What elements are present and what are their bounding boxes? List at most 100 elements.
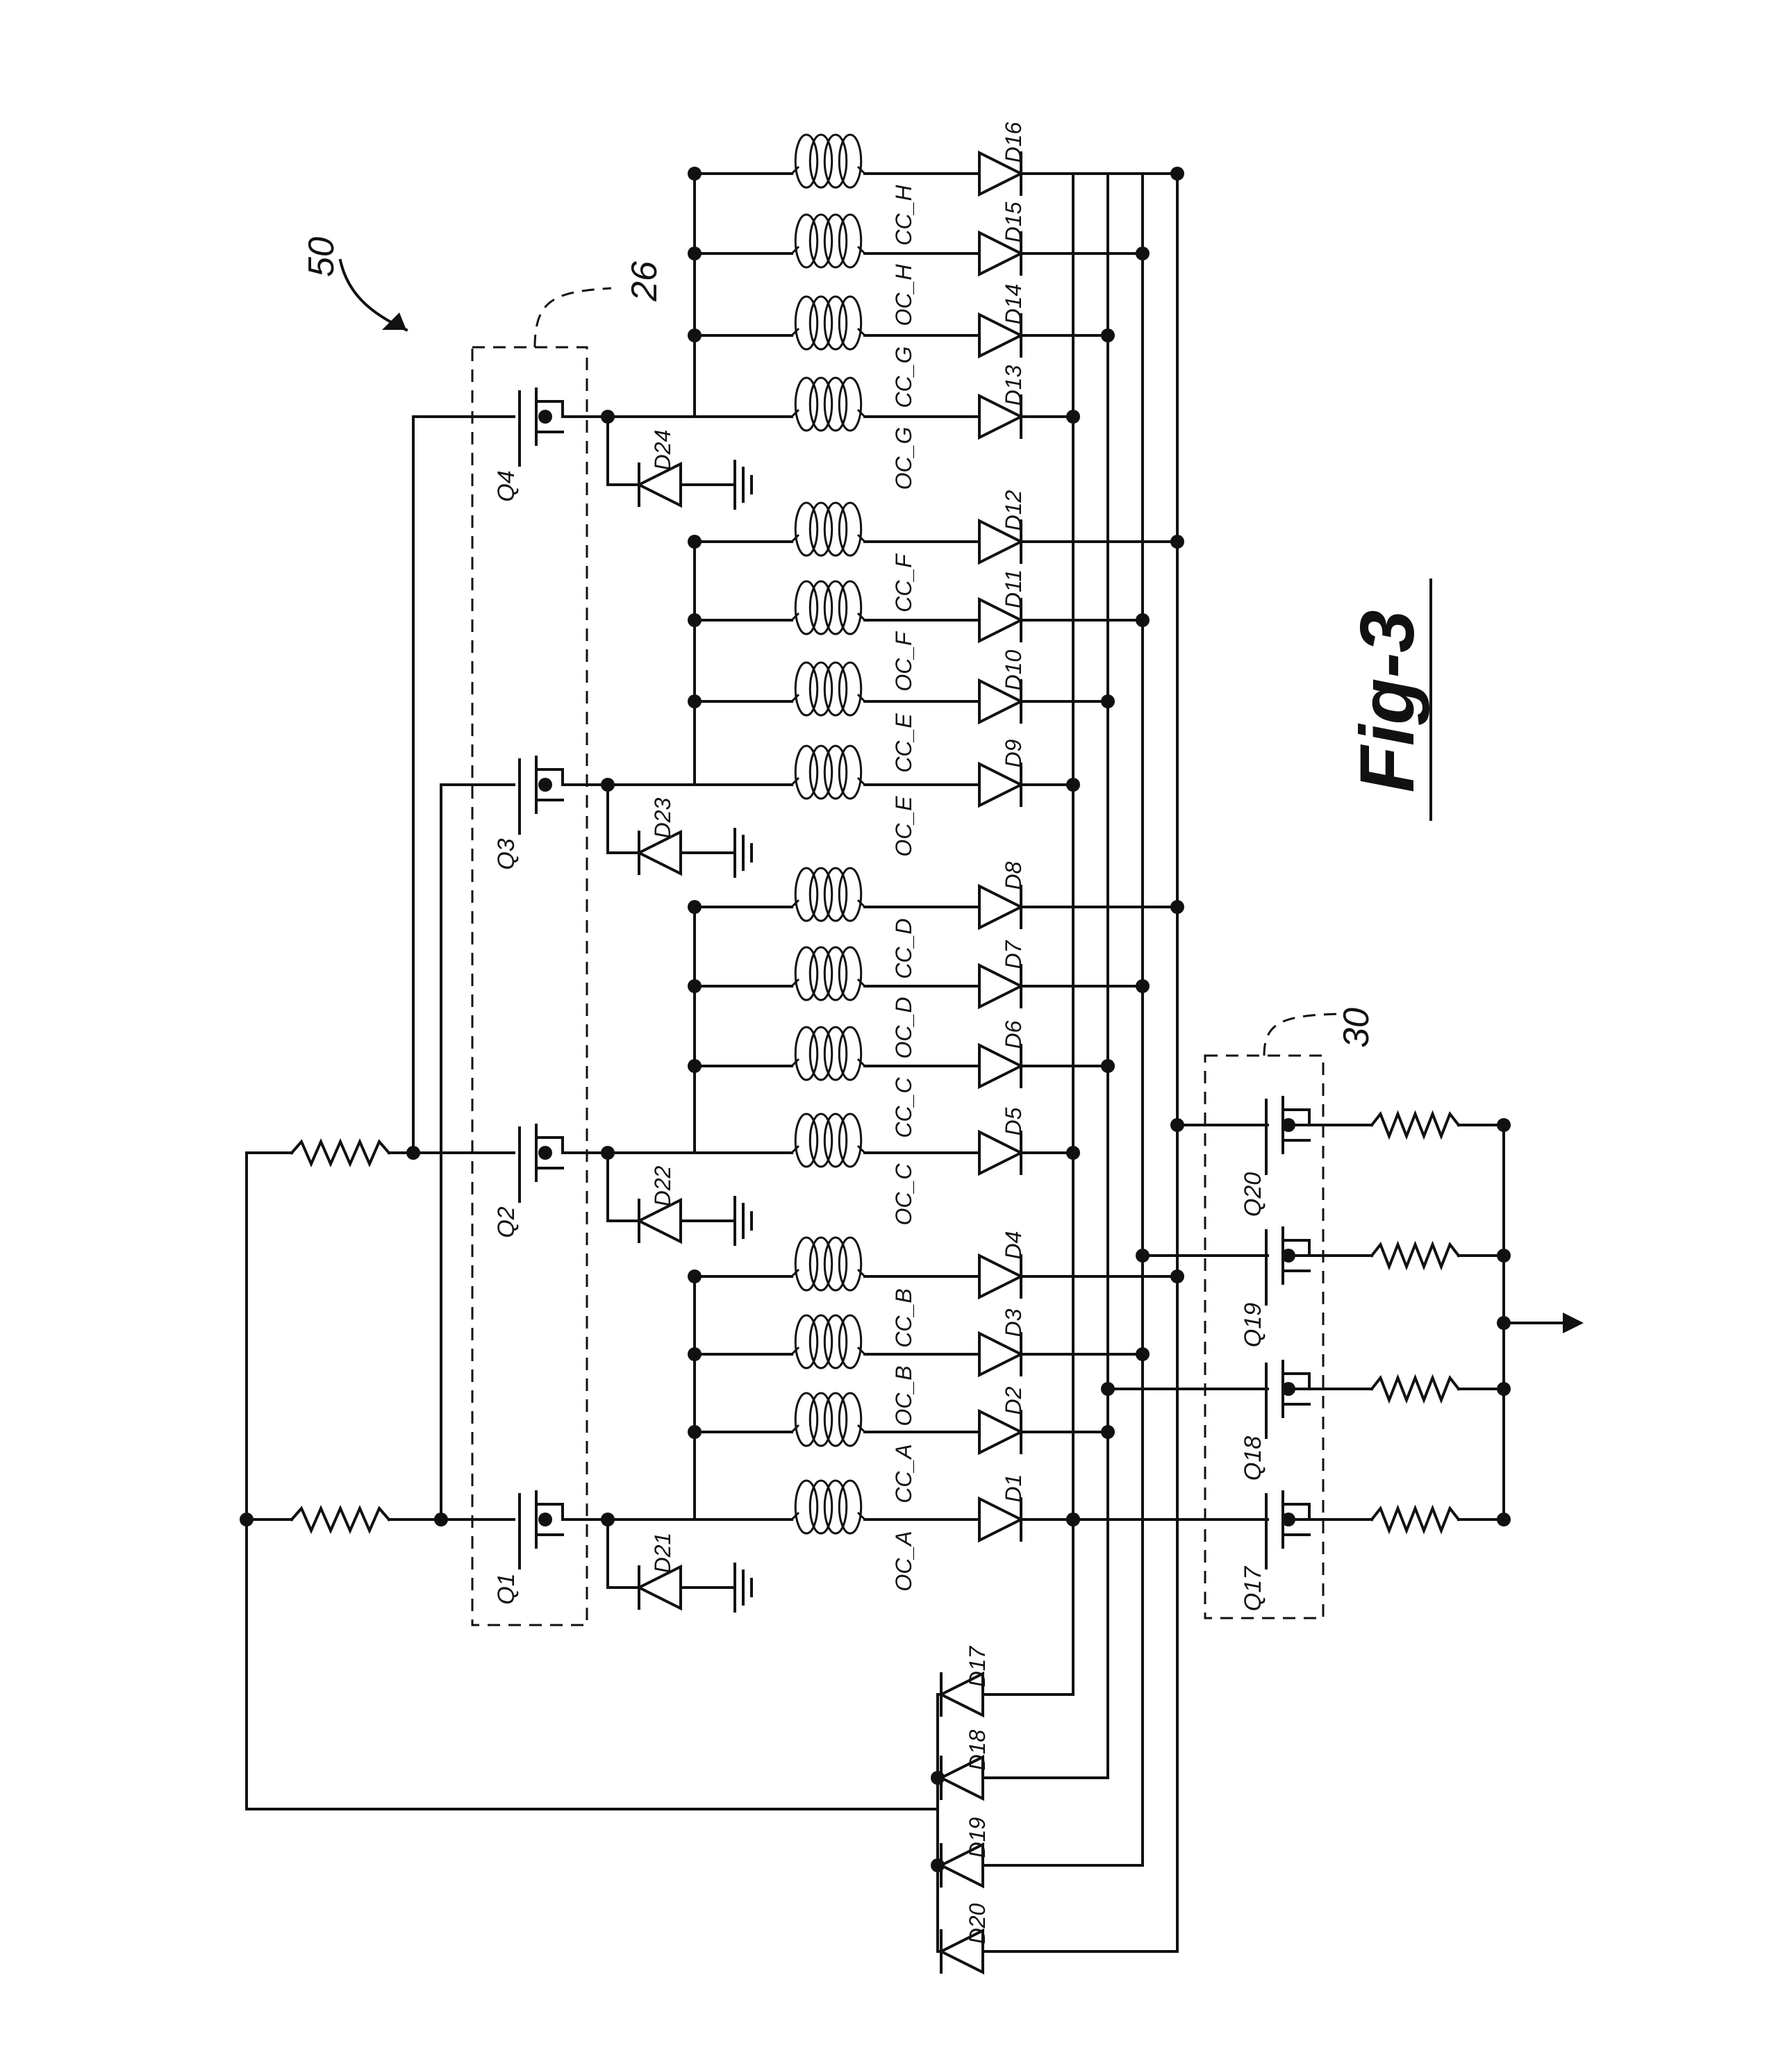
junction-dot <box>688 1425 702 1439</box>
junction-dot <box>1101 1425 1115 1439</box>
wiring <box>245 172 1564 1953</box>
diode-label-d1: D1 <box>1001 1474 1026 1503</box>
freewheel-diode-label: D21 <box>650 1533 675 1574</box>
leader-50-arrowhead <box>382 313 406 330</box>
return-diode-d19 <box>938 1842 984 1889</box>
junction-dot <box>1101 1059 1115 1073</box>
junction-dot <box>1281 1382 1295 1396</box>
diode-label-d4: D4 <box>1001 1231 1026 1260</box>
junction-dot <box>601 1146 615 1160</box>
diode-d7 <box>978 963 1024 1010</box>
coil-label-cc_c: CC_C <box>891 1077 916 1138</box>
junction-dot <box>1281 1118 1295 1132</box>
junction-dot <box>688 694 702 708</box>
junction-dot <box>688 535 702 549</box>
diode-label-d13: D13 <box>1001 365 1026 406</box>
junction-dot <box>406 1146 420 1160</box>
coil-oc_f <box>790 580 866 635</box>
diode-d5 <box>978 1129 1024 1176</box>
components <box>240 133 1584 1975</box>
labels: 50 26 30 Fig-3 Q1D21Q2D22Q3D23Q4D24OC_AD… <box>301 122 1430 1944</box>
junction-dot <box>1497 1118 1511 1132</box>
diode-label-d12: D12 <box>1001 490 1026 531</box>
junction-dot <box>1066 778 1080 792</box>
junction-dot <box>240 1513 254 1526</box>
junction-dot <box>538 1513 552 1526</box>
junction-dot <box>538 778 552 792</box>
switch-group-26-box <box>471 346 588 1626</box>
return-diode-d17 <box>938 1671 984 1718</box>
freewheel-diode <box>636 1197 682 1244</box>
junction-dot <box>1136 1249 1150 1263</box>
junction-dot <box>1136 247 1150 260</box>
coil-label-oc_f: OC_F <box>891 631 916 692</box>
output-arrow <box>1563 1313 1584 1333</box>
diode-d16 <box>978 150 1024 197</box>
junction-dot <box>688 1347 702 1361</box>
coil-oc_a <box>790 1479 866 1535</box>
ground-symbol <box>733 1196 753 1246</box>
diode-d4 <box>978 1253 1024 1300</box>
reference-numeral-50: 50 <box>301 237 342 277</box>
diode-label-d7: D7 <box>1001 940 1026 969</box>
diode-d14 <box>978 312 1024 359</box>
coil-cc_g <box>790 295 866 351</box>
return-diode-label-d19: D19 <box>965 1817 990 1858</box>
junction-dot <box>1170 167 1184 181</box>
output-resistor <box>1370 1504 1461 1535</box>
coil-label-cc_h: CC_H <box>891 185 916 246</box>
junction-dot <box>931 1771 945 1785</box>
junction-dot <box>538 410 552 424</box>
transistor-label-q1: Q1 <box>493 1573 520 1604</box>
coil-oc_c <box>790 1113 866 1168</box>
transistor-q2 <box>518 1124 564 1203</box>
transistor-label-q3: Q3 <box>493 838 520 869</box>
junction-dot <box>1101 694 1115 708</box>
junction-dot <box>1497 1249 1511 1263</box>
diode-d10 <box>978 678 1024 725</box>
coil-label-cc_a: CC_A <box>891 1444 916 1503</box>
diode-d11 <box>978 597 1024 644</box>
transistor-label-q4: Q4 <box>493 470 520 501</box>
junction-dot <box>1281 1513 1295 1526</box>
junction-dot <box>538 1146 552 1160</box>
junction-dot <box>601 778 615 792</box>
coil-label-cc_d: CC_D <box>891 918 916 978</box>
junction-dot <box>1136 979 1150 993</box>
diode-d6 <box>978 1042 1024 1090</box>
junction-dot <box>1497 1316 1511 1330</box>
diode-label-d3: D3 <box>1001 1308 1026 1337</box>
transistor-label-q17: Q17 <box>1240 1566 1266 1611</box>
junction-dot <box>688 613 702 627</box>
coil-label-oc_a: OC_A <box>891 1531 916 1591</box>
junction-dot <box>688 979 702 993</box>
junction-dot <box>601 410 615 424</box>
transistor-q19 <box>1265 1226 1311 1306</box>
coil-cc_f <box>790 501 866 557</box>
leader-30 <box>1263 1013 1341 1056</box>
coil-label-oc_e: OC_E <box>891 796 916 857</box>
freewheel-diode-label: D22 <box>650 1165 675 1206</box>
junction-dot <box>688 247 702 260</box>
freewheel-diode <box>636 1564 682 1611</box>
transistor-label-q19: Q19 <box>1240 1303 1266 1347</box>
coil-oc_d <box>790 946 866 1001</box>
transistor-q18 <box>1265 1360 1311 1439</box>
freewheel-diode <box>636 461 682 508</box>
transistor-label-q18: Q18 <box>1240 1436 1266 1481</box>
figure-label: Fig-3 <box>1345 610 1430 793</box>
transistor-q17 <box>1265 1490 1311 1569</box>
coil-cc_h <box>790 133 866 189</box>
diode-label-d2: D2 <box>1001 1386 1026 1415</box>
coil-cc_b <box>790 1236 866 1292</box>
coil-cc_a <box>790 1392 866 1447</box>
junction-dot <box>1066 1146 1080 1160</box>
junction-dot <box>1170 900 1184 914</box>
transistor-label-q2: Q2 <box>493 1206 520 1238</box>
diode-label-d9: D9 <box>1001 739 1026 767</box>
diode-label-d5: D5 <box>1001 1107 1026 1135</box>
ground-symbol <box>733 1563 753 1613</box>
junction-dot <box>1281 1249 1295 1263</box>
transistor-q20 <box>1265 1096 1311 1175</box>
output-resistor <box>1370 1240 1461 1271</box>
